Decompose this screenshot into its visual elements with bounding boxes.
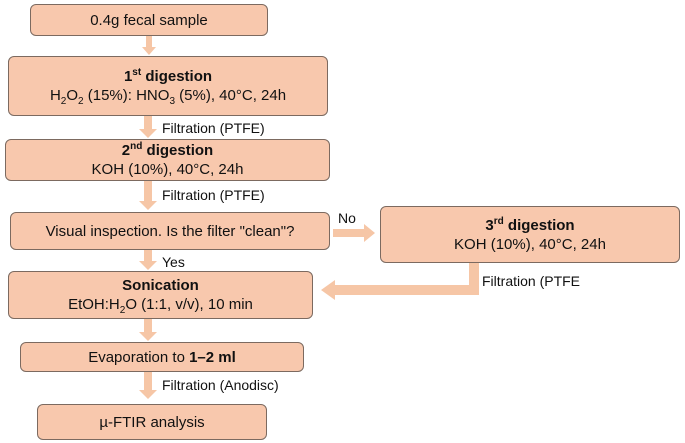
visual-inspection-text: Visual inspection. Is the filter "clean"…: [45, 222, 295, 240]
step-fecal-sample-text: 0.4g fecal sample: [90, 11, 208, 29]
arrow-inspection-to-digestion3: [333, 224, 375, 242]
arrow-sample-to-digestion1: [142, 36, 156, 55]
second-digestion-detail: KOH (10%), 40°C, 24h: [91, 161, 244, 178]
first-digestion-title: 1st digestion: [123, 67, 213, 86]
arrow-sonication-to-evaporation: [139, 319, 157, 341]
sonication-detail: EtOH:H2O (1:1, v/v), 10 min: [68, 296, 253, 316]
label-filtration-ptfe-2: Filtration (PTFE): [162, 187, 265, 203]
arrow-digestion2-to-inspection: [139, 181, 157, 210]
arrow-inspection-to-sonication: [139, 250, 157, 270]
arrow-digestion1-to-digestion2: [139, 116, 157, 138]
second-digestion-title: 2nd digestion: [121, 141, 214, 160]
label-filtration-ptfe-3: Filtration (PTFE: [482, 273, 581, 289]
label-filtration-anodisc: Filtration (Anodisc): [162, 377, 279, 393]
sonication-title: Sonication: [122, 277, 199, 294]
evaporation-text: Evaporation to 1–2 ml: [88, 348, 236, 366]
step-second-digestion: 2nd digestion KOH (10%), 40°C, 24h: [5, 139, 330, 181]
step-first-digestion: 1st digestion H2O2 (15%): HNO3 (5%), 40°…: [8, 56, 328, 116]
arrow-evaporation-to-analysis: [139, 372, 157, 399]
label-yes: Yes: [162, 254, 185, 270]
step-fecal-sample: 0.4g fecal sample: [30, 4, 268, 36]
label-filtration-ptfe-1: Filtration (PTFE): [162, 120, 265, 136]
first-digestion-detail: H2O2 (15%): HNO3 (5%), 40°C, 24h: [49, 87, 287, 107]
step-visual-inspection: Visual inspection. Is the filter "clean"…: [10, 212, 330, 250]
step-evaporation: Evaporation to 1–2 ml: [20, 342, 304, 372]
label-no: No: [338, 210, 356, 226]
third-digestion-detail: KOH (10%), 40°C, 24h: [454, 235, 606, 253]
arrow-digestion3-to-sonication: [321, 263, 479, 300]
step-sonication: Sonication EtOH:H2O (1:1, v/v), 10 min: [8, 271, 313, 319]
step-third-digestion: 3rd digestion KOH (10%), 40°C, 24h: [380, 206, 680, 263]
third-digestion-title: 3rd digestion: [485, 215, 575, 234]
step-ftir-analysis: µ-FTIR analysis: [37, 404, 267, 440]
ftir-analysis-text: µ-FTIR analysis: [99, 413, 205, 431]
